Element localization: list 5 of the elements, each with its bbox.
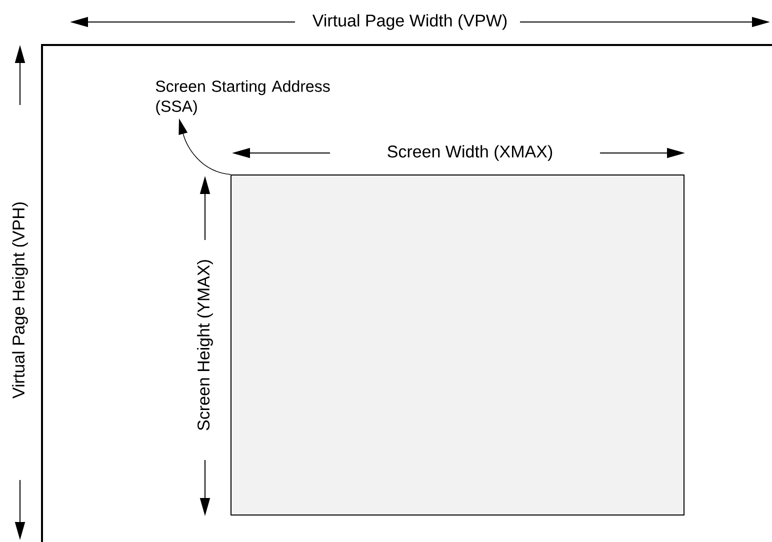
dimension-label: Virtual Page Width (VPW) — [312, 14, 507, 30]
dimension-label: Screen Height (YMAX) — [197, 260, 213, 430]
callout-text: Screen Starting Address (SSA) — [156, 80, 330, 116]
dimension-label: Virtual Page Height (VPH) — [12, 202, 28, 398]
screen-rectangle — [230, 174, 684, 516]
